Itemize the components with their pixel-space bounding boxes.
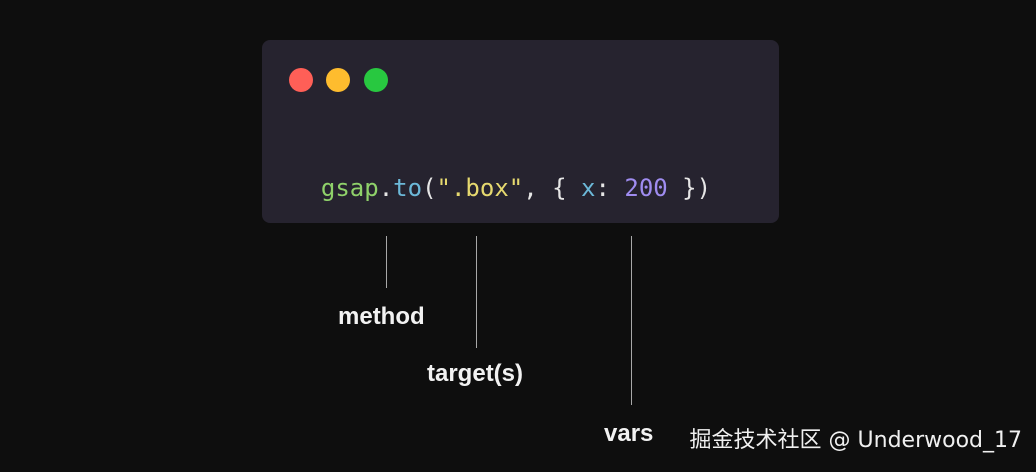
code-token-open-paren: ( <box>422 174 437 202</box>
method-label: method <box>338 303 425 330</box>
code-token-selector: ".box" <box>436 174 524 202</box>
code-token-colon: : <box>595 174 625 202</box>
code-token-dot: . <box>378 174 394 202</box>
target-leader-line <box>476 236 477 348</box>
code-line: gsap.to(".box", { x: 200 }) <box>292 140 711 204</box>
code-window <box>262 40 779 223</box>
maximize-dot-icon <box>364 68 388 92</box>
code-token-comma-brace: , { <box>523 174 582 202</box>
target-label: target(s) <box>427 360 524 387</box>
watermark: 掘金技术社区 @ Underwood_17 <box>689 428 1022 453</box>
code-token-200: 200 <box>624 174 668 202</box>
vars-label: vars <box>604 420 654 447</box>
code-token-to: to <box>393 174 423 202</box>
close-dot-icon <box>289 68 313 92</box>
code-token-close: }) <box>667 174 712 202</box>
code-token-gsap: gsap <box>320 174 379 202</box>
method-leader-line <box>386 236 387 288</box>
vars-leader-line <box>631 236 632 405</box>
code-token-x: x <box>581 174 596 202</box>
minimize-dot-icon <box>326 68 350 92</box>
